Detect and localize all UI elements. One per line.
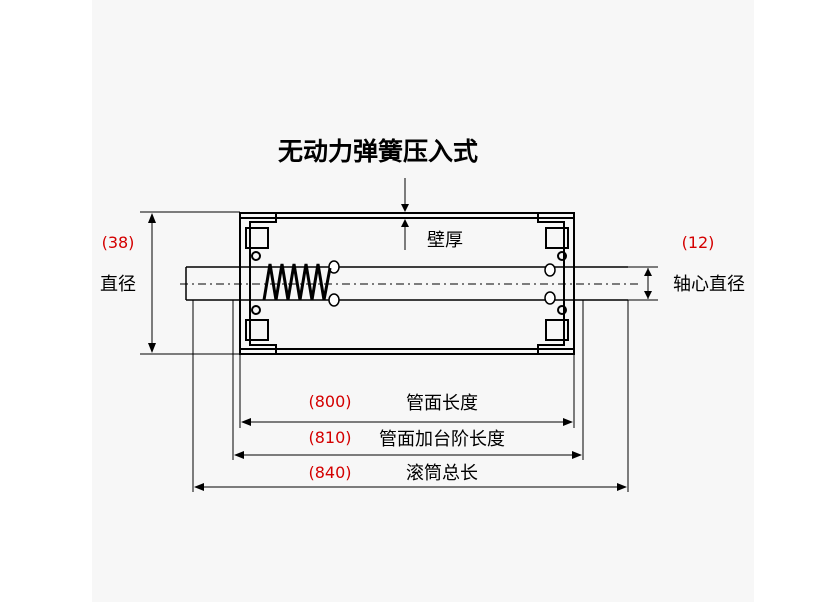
- tube-face-length-dimension: [241, 418, 573, 426]
- diagram-title: 无动力弹簧压入式: [278, 137, 478, 166]
- roller-total-length-label: 滚筒总长: [406, 463, 478, 484]
- diameter-dimension: [140, 211, 240, 355]
- background-panel: [92, 0, 754, 602]
- shaft-diameter-dimension: [628, 266, 658, 301]
- tube-face-step-length-label: 管面加台阶长度: [379, 429, 505, 450]
- tube-face-length-value: (800): [308, 392, 351, 411]
- shaft: [180, 260, 640, 307]
- length-extension-lines: [192, 300, 629, 492]
- wall-thickness-label: 壁厚: [427, 230, 463, 251]
- shaft-diameter-value: (12): [682, 233, 715, 252]
- tube-face-step-length-value: (810): [308, 428, 351, 447]
- left-bearing-housing: [239, 212, 277, 355]
- diameter-value: (38): [102, 233, 135, 252]
- roller-total-length-value: (840): [308, 463, 351, 482]
- roller-total-length-dimension: [194, 483, 627, 491]
- tube-face-step-length-dimension: [234, 451, 582, 459]
- spring: [262, 263, 332, 301]
- shaft-diameter-label: 轴心直径: [673, 274, 745, 295]
- diameter-label: 直径: [100, 274, 136, 295]
- wall-thickness-dimension: [270, 178, 500, 250]
- tube-face-length-label: 管面长度: [406, 393, 478, 414]
- right-bearing-housing: [537, 212, 575, 355]
